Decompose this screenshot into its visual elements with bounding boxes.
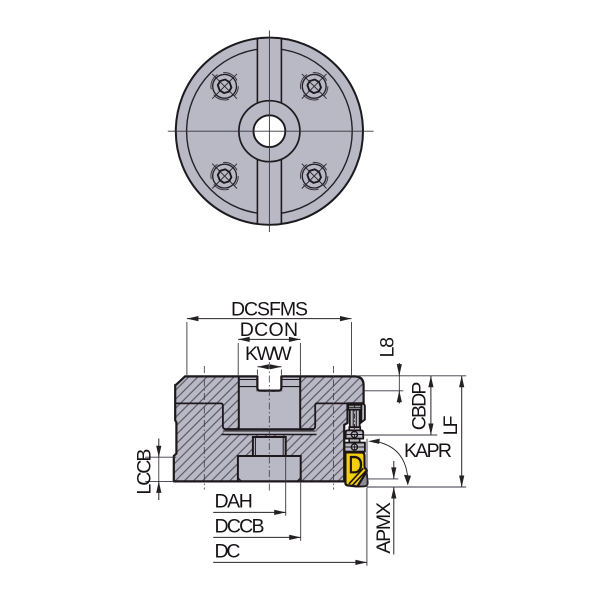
svg-text:DCSFMS: DCSFMS bbox=[231, 299, 308, 321]
svg-text:DC: DC bbox=[215, 540, 241, 562]
svg-text:KAPR: KAPR bbox=[404, 440, 452, 462]
svg-text:LCCB: LCCB bbox=[134, 449, 156, 495]
svg-text:DAH: DAH bbox=[215, 490, 253, 512]
svg-text:APMX: APMX bbox=[373, 502, 395, 554]
svg-text:LF: LF bbox=[440, 415, 462, 435]
svg-text:DCON: DCON bbox=[240, 319, 298, 341]
svg-text:L8: L8 bbox=[377, 337, 399, 358]
svg-text:DCCB: DCCB bbox=[215, 515, 265, 537]
svg-text:CBDP: CBDP bbox=[408, 382, 430, 431]
svg-text:KWW: KWW bbox=[245, 343, 292, 365]
